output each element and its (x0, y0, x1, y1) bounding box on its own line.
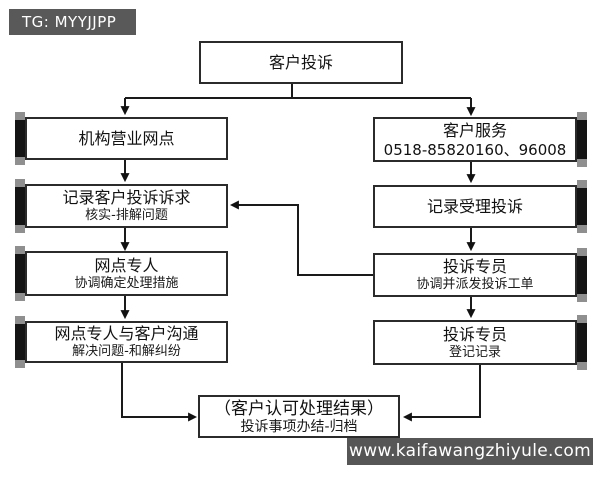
flow-box-title: 投诉专员 (442, 324, 507, 344)
flow-box-customer-complaint: 客户投诉 (199, 41, 403, 84)
flow-box-title: 网点专人与客户沟通 (54, 324, 199, 343)
flow-box-title: 客户服务 (442, 120, 507, 140)
flow-box-subtitle: 协调并派发投诉工单 (416, 277, 534, 292)
right-accent-bar-1 (577, 112, 587, 167)
right-accent-bar-2 (577, 180, 587, 233)
flow-box-branch-outlet: 机构营业网点 (25, 117, 228, 160)
flow-box-title: 记录受理投诉 (426, 196, 523, 216)
flow-box-title: （客户认可处理结果） (214, 398, 384, 419)
flow-box-title: 网点专人 (94, 255, 159, 275)
left-accent-bar-3 (15, 246, 25, 301)
flow-box-title: 客户投诉 (268, 52, 333, 72)
flow-box-title: 机构营业网点 (78, 128, 175, 148)
flow-box-subtitle: 投诉事项办结-归档 (240, 418, 358, 435)
flow-box-specialist-customer-communication: 网点专人与客户沟通 解决问题-和解纠纷 (25, 321, 228, 363)
flow-box-customer-service: 客户服务 0518-85820160、96008 (373, 117, 577, 162)
flow-box-title: 投诉专员 (442, 257, 507, 276)
left-accent-bar-4 (15, 316, 25, 368)
flow-box-subtitle: 核实-排解问题 (85, 208, 168, 223)
left-accent-bar-2 (15, 179, 25, 233)
flow-box-record-complaint-request: 记录客户投诉诉求 核实-排解问题 (25, 184, 228, 228)
flow-box-subtitle: 登记记录 (448, 344, 501, 360)
telegram-watermark-badge: TG: MYYJJPP (9, 9, 136, 35)
flow-box-result-archive: （客户认可处理结果） 投诉事项办结-归档 (198, 395, 400, 438)
website-watermark-bar: www.kaifawangzhiyule.com (347, 438, 593, 465)
right-accent-bar-3 (577, 248, 587, 302)
customer-service-phone-numbers: 0518-85820160、96008 (383, 140, 567, 159)
flow-box-complaint-officer-register: 投诉专员 登记记录 (373, 320, 577, 365)
left-accent-bar-1 (15, 112, 25, 165)
flow-box-subtitle: 协调确定处理措施 (74, 275, 179, 291)
flow-box-title: 记录客户投诉诉求 (62, 188, 191, 207)
flow-box-record-accepted-complaint: 记录受理投诉 (373, 185, 577, 228)
flow-box-outlet-specialist: 网点专人 协调确定处理措施 (25, 251, 228, 296)
flow-box-subtitle: 解决问题-和解纠纷 (72, 344, 181, 359)
right-accent-bar-4 (577, 315, 587, 370)
flow-box-complaint-officer-dispatch: 投诉专员 协调并派发投诉工单 (373, 253, 577, 297)
